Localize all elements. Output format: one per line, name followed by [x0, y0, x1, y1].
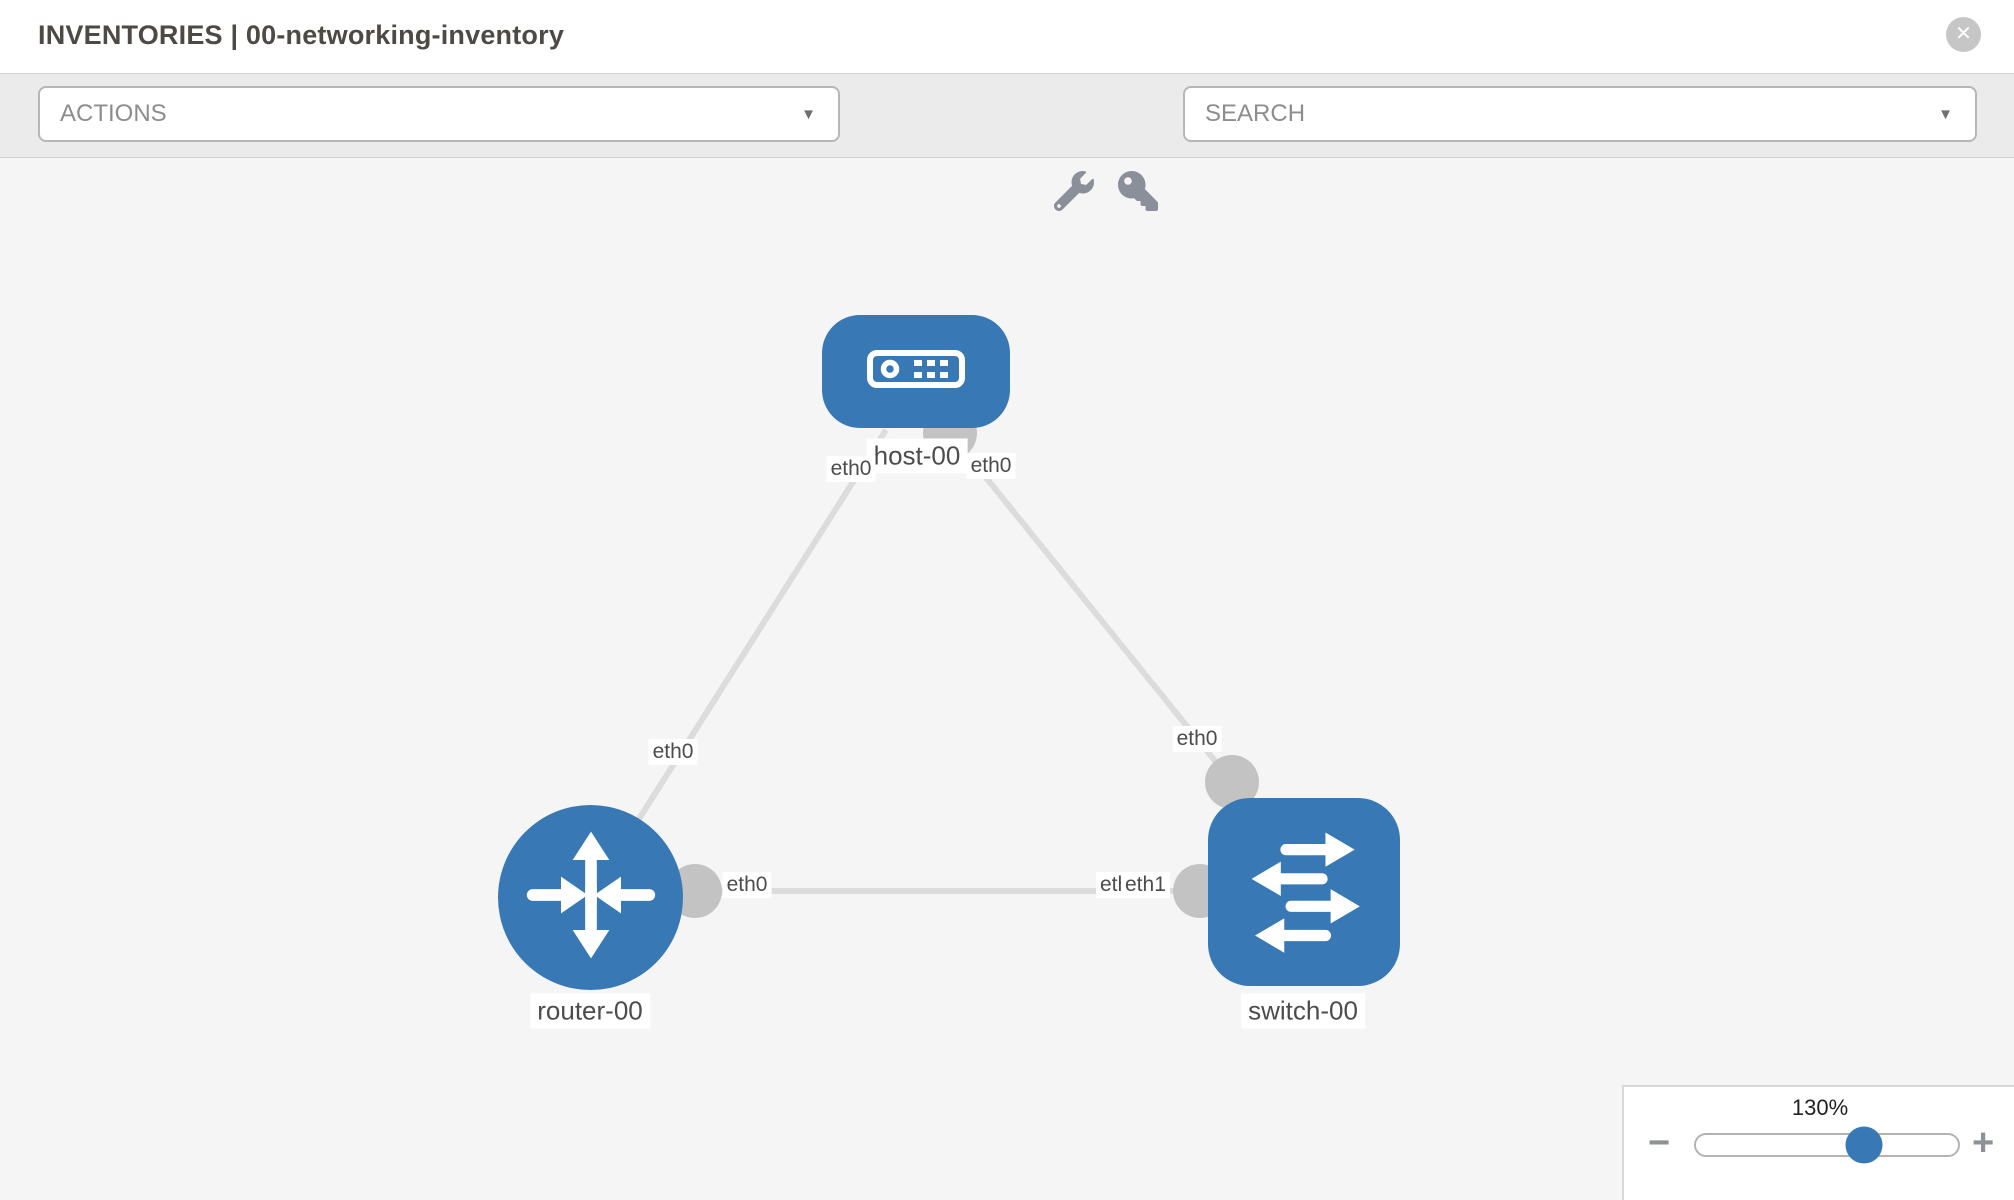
zoom-slider-handle[interactable]: [1845, 1126, 1883, 1164]
zoom-in-button[interactable]: +: [1972, 1122, 1995, 1164]
interface-label-host-eth0-right: eth0: [966, 453, 1016, 479]
search-dropdown[interactable]: SEARCH ▼: [1183, 86, 1977, 142]
zoom-out-button[interactable]: −: [1648, 1122, 1671, 1164]
credentials-button[interactable]: [1114, 167, 1162, 215]
close-icon[interactable]: ✕: [1946, 17, 1981, 52]
zoom-level-value: 130%: [1791, 1095, 1849, 1120]
header: INVENTORIES | 00-networking-inventory ✕: [0, 0, 2014, 73]
node-label-switch[interactable]: switch-00: [1241, 993, 1365, 1029]
actions-dropdown[interactable]: ACTIONS ▼: [38, 86, 840, 142]
node-router-00[interactable]: [498, 805, 683, 990]
interface-label-switch-eth1: eth1: [1121, 872, 1170, 898]
interface-label-switch-eth0: eth0: [1172, 726, 1222, 752]
key-icon: [1118, 171, 1158, 211]
interface-connector-switch-top[interactable]: [1205, 755, 1259, 809]
node-host-00[interactable]: [822, 315, 1010, 428]
search-dropdown-label: SEARCH: [1205, 100, 1306, 127]
chevron-down-icon: ▼: [801, 106, 816, 123]
node-switch-00[interactable]: [1208, 798, 1400, 986]
node-label-router[interactable]: router-00: [530, 993, 650, 1029]
page-title: INVENTORIES | 00-networking-inventory: [38, 20, 565, 50]
interface-label-router-eth0-to-host: eth0: [648, 739, 698, 765]
link-host-switch[interactable]: [947, 431, 1235, 784]
chevron-down-icon: ▼: [1938, 106, 1953, 123]
host-server-icon: [866, 349, 966, 394]
zoom-control-panel: 130% − +: [1622, 1085, 2014, 1200]
switch-arrows-icon: [1231, 817, 1377, 968]
zoom-slider-track[interactable]: [1694, 1126, 1960, 1164]
interface-label-router-eth0-to-switch: eth0: [722, 872, 772, 898]
router-arrows-icon: [516, 820, 666, 975]
configure-button[interactable]: [1050, 167, 1098, 215]
interface-label-host-eth0-left: eth0: [826, 456, 876, 482]
wrench-icon: [1054, 171, 1094, 211]
actions-dropdown-label: ACTIONS: [60, 100, 167, 127]
toolbar: ACTIONS ▼ SEARCH ▼: [0, 73, 2014, 211]
node-label-host[interactable]: host-00: [866, 438, 968, 474]
